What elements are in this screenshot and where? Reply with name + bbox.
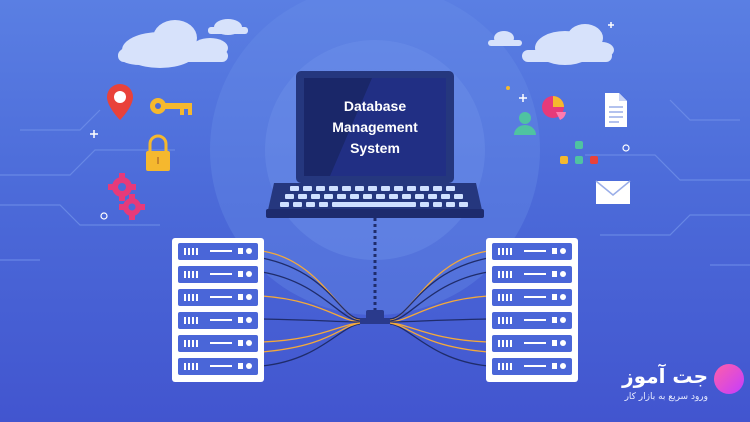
location-pin-icon xyxy=(107,84,133,120)
server-rack-right xyxy=(486,238,578,382)
key-icon xyxy=(150,98,192,115)
screen-title-line: Management xyxy=(332,119,418,135)
circuit-lines xyxy=(0,99,750,266)
cables xyxy=(261,250,489,367)
sparkle-dot xyxy=(622,144,630,152)
brand-logo-icon xyxy=(714,364,744,394)
lock-icon xyxy=(146,134,170,171)
brand-watermark: جت آموز ورود سریع به بازار کار xyxy=(622,360,748,420)
gear-icon xyxy=(108,173,136,201)
server-unit xyxy=(178,335,258,352)
server-unit xyxy=(178,289,258,306)
user-icon xyxy=(514,112,536,135)
network-hub-base xyxy=(356,318,394,324)
color-swatches xyxy=(560,141,598,164)
server-unit xyxy=(178,358,258,375)
laptop-screen-title: Database Management System xyxy=(306,96,444,159)
server-unit xyxy=(178,243,258,260)
server-rack-left xyxy=(172,238,264,382)
screen-title-line: Database xyxy=(343,98,407,114)
brand-tagline: ورود سریع به بازار کار xyxy=(624,392,708,402)
server-unit xyxy=(492,335,572,352)
cloud-icon xyxy=(488,31,522,46)
server-unit xyxy=(492,243,572,260)
server-unit xyxy=(492,312,572,329)
brand-name: جت آموز xyxy=(622,364,708,388)
pie-chart-icon xyxy=(542,96,566,120)
server-unit xyxy=(492,289,572,306)
server-unit xyxy=(178,312,258,329)
mail-icon xyxy=(595,180,631,204)
cloud-icon xyxy=(208,19,248,35)
gear-icon xyxy=(119,194,145,220)
document-icon xyxy=(605,93,627,127)
server-unit xyxy=(492,266,572,283)
cloud-icon xyxy=(118,20,228,68)
screen-title-line: System xyxy=(350,140,400,156)
keyboard-keys xyxy=(280,186,468,207)
cloud-icon xyxy=(522,24,614,65)
server-unit xyxy=(178,266,258,283)
sparkle-dot xyxy=(506,86,510,90)
sparkle-marks xyxy=(90,22,614,138)
server-unit xyxy=(492,358,572,375)
sparkle-dot xyxy=(100,212,108,220)
laptop xyxy=(266,71,484,218)
